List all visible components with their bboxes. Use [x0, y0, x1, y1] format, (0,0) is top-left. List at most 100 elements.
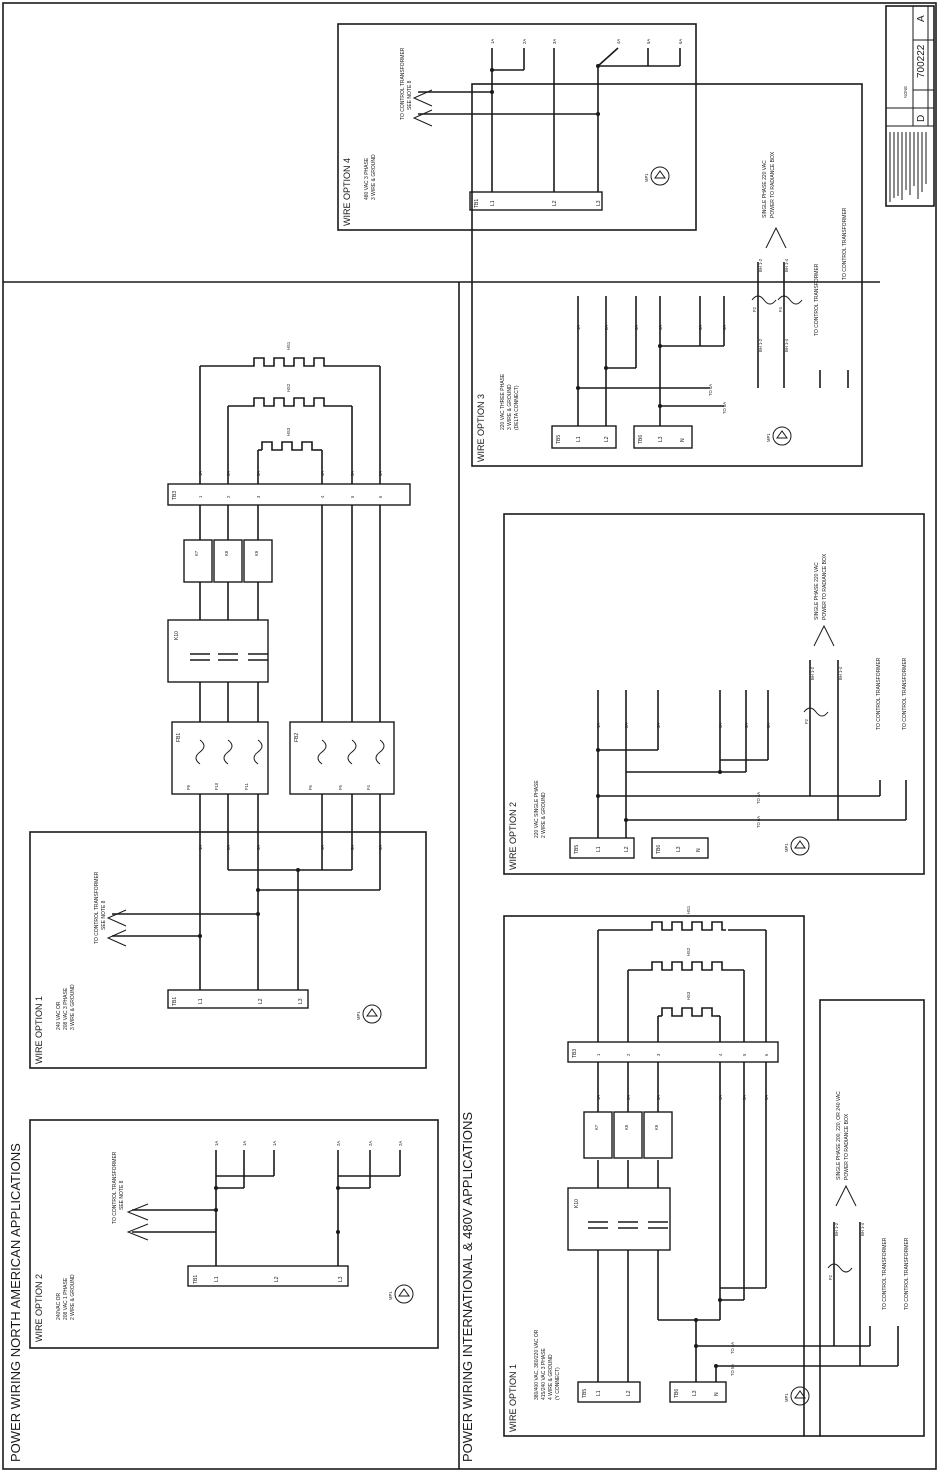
svg-text:5A: 5A	[350, 845, 355, 850]
svg-text:2: 2	[226, 495, 231, 498]
svg-text:3A: 3A	[656, 723, 661, 728]
na-opt1-mp1-icon	[362, 1004, 382, 1024]
opt1-intl-heater-hs1	[648, 921, 726, 931]
na-relay-k8	[213, 539, 243, 583]
opt1-intl-relay-k9	[643, 1111, 673, 1159]
na-k10-contactor	[167, 619, 269, 683]
svg-text:4A: 4A	[658, 325, 663, 330]
svg-text:L2: L2	[274, 1276, 280, 1282]
opt1-intl-title: WIRE OPTION 1	[508, 1364, 518, 1432]
opt1-intl-mp1-icon	[790, 1386, 810, 1406]
svg-text:F10: F10	[214, 782, 219, 790]
svg-text:2 WIRE & GROUND: 2 WIRE & GROUND	[541, 792, 547, 838]
svg-text:TO 6A: TO 6A	[756, 816, 761, 828]
svg-text:208 VAC 3 PHASE: 208 VAC 3 PHASE	[63, 987, 69, 1030]
svg-text:FB1: FB1	[176, 733, 182, 742]
opt1-intl-tb5	[577, 1381, 641, 1403]
svg-text:L1: L1	[596, 1390, 602, 1396]
svg-text:L1: L1	[576, 436, 582, 442]
svg-text:TO 5A: TO 5A	[722, 402, 727, 414]
svg-text:L2: L2	[552, 200, 558, 206]
svg-text:F2: F2	[828, 1274, 833, 1280]
opt4-mp1-icon	[650, 166, 670, 186]
svg-text:1: 1	[596, 1053, 601, 1056]
svg-text:BH 1-2: BH 1-2	[758, 338, 763, 352]
svg-text:F6: F6	[308, 784, 313, 790]
svg-text:K7: K7	[594, 1124, 599, 1130]
svg-text:F4: F4	[778, 306, 783, 312]
svg-text:2A: 2A	[624, 723, 629, 728]
na-relay-k7	[183, 539, 213, 583]
svg-text:L3: L3	[658, 436, 664, 442]
svg-text:TB6: TB6	[656, 845, 662, 854]
na-heater-hs2	[250, 397, 330, 407]
drawing-scale: NONE	[903, 86, 908, 98]
svg-text:4A: 4A	[320, 471, 325, 476]
svg-text:4: 4	[718, 1053, 723, 1056]
na-wire-option-1: WIRE OPTION 1 240 VAC OR 208 VAC 3 PHASE…	[29, 806, 427, 1069]
svg-text:3A: 3A	[256, 471, 261, 476]
title-block: 700222 A D NONE	[885, 5, 935, 207]
svg-text:F2: F2	[752, 306, 757, 312]
svg-text:1A: 1A	[272, 1141, 277, 1146]
svg-text:240VAC OR: 240VAC OR	[56, 1292, 62, 1320]
svg-text:(DELTA CONNECT): (DELTA CONNECT)	[514, 385, 520, 430]
svg-text:TO CONTROL TRANSFORMER: TO CONTROL TRANSFORMER	[112, 1151, 118, 1224]
svg-text:1A: 1A	[596, 723, 601, 728]
svg-text:5A: 5A	[742, 1095, 747, 1100]
svg-text:TO CONTROL TRANSFORMER: TO CONTROL TRANSFORMER	[842, 207, 848, 280]
svg-text:3 WIRE & GROUND: 3 WIRE & GROUND	[70, 984, 76, 1030]
na-opt1-tb1	[167, 989, 309, 1009]
na-heater-hs1	[246, 357, 330, 367]
svg-text:TO 4A: TO 4A	[756, 792, 761, 804]
svg-text:TO CONTROL TRANSFORMER: TO CONTROL TRANSFORMER	[814, 263, 820, 336]
opt1-intl-k10	[567, 1187, 671, 1251]
wire-option-3: WIRE OPTION 3 220 VAC THREE PHASE 3 WIRE…	[471, 83, 863, 467]
svg-text:1A: 1A	[596, 1095, 601, 1100]
svg-text:BH 1-4: BH 1-4	[784, 258, 789, 272]
svg-text:F11: F11	[244, 782, 249, 790]
svg-text:5: 5	[742, 1053, 747, 1056]
svg-text:220 VAC SINGLE PHASE: 220 VAC SINGLE PHASE	[534, 780, 540, 838]
svg-text:L1: L1	[596, 846, 602, 852]
svg-text:240 VAC OR: 240 VAC OR	[56, 1001, 62, 1030]
na-fb1	[171, 721, 269, 795]
svg-text:HS3: HS3	[286, 427, 291, 436]
svg-text:1A: 1A	[490, 39, 495, 44]
svg-text:L3: L3	[298, 998, 304, 1004]
svg-text:N: N	[680, 438, 686, 442]
wire-option-4: WIRE OPTION 4 480 VAC 3 PHASE 3 WIRE & G…	[337, 23, 697, 231]
svg-text:5A: 5A	[350, 471, 355, 476]
svg-text:TB1: TB1	[172, 997, 178, 1006]
svg-text:220 VAC THREE PHASE: 220 VAC THREE PHASE	[500, 373, 506, 430]
na-heater-hs3	[261, 441, 314, 451]
opt1-intl-heater-hs2	[650, 961, 726, 971]
svg-text:L3: L3	[596, 200, 602, 206]
svg-text:6A: 6A	[678, 39, 683, 44]
svg-text:TB6: TB6	[674, 1389, 680, 1398]
svg-text:TB1: TB1	[474, 199, 480, 208]
svg-text:SINGLE PHASE 200, 220, OR 240: SINGLE PHASE 200, 220, OR 240 VAC	[836, 1091, 842, 1180]
svg-text:L1: L1	[490, 200, 496, 206]
svg-text:TB1: TB1	[193, 1275, 199, 1284]
opt2-intl-title: WIRE OPTION 2	[508, 802, 518, 870]
svg-text:6A: 6A	[378, 471, 383, 476]
svg-text:HS2: HS2	[286, 383, 291, 392]
na-opt2-tb1	[187, 1265, 349, 1287]
svg-text:L3: L3	[338, 1276, 344, 1282]
svg-text:MP1: MP1	[356, 1011, 361, 1020]
svg-text:4A: 4A	[320, 845, 325, 850]
svg-text:L2: L2	[604, 436, 610, 442]
svg-text:POWER TO RADIANCE BOX: POWER TO RADIANCE BOX	[844, 1113, 850, 1180]
svg-text:6A: 6A	[722, 325, 727, 330]
svg-text:L3: L3	[692, 1390, 698, 1396]
svg-text:3A: 3A	[552, 39, 557, 44]
opt1-intl-relay-k7	[583, 1111, 613, 1159]
svg-text:L3: L3	[676, 846, 682, 852]
svg-text:BH 1-4: BH 1-4	[838, 666, 843, 680]
drawing-rev: A	[916, 15, 927, 22]
svg-text:SINGLE PHASE 220 VAC: SINGLE PHASE 220 VAC	[814, 562, 820, 620]
svg-text:POWER TO RADIANCE BOX: POWER TO RADIANCE BOX	[822, 553, 828, 620]
